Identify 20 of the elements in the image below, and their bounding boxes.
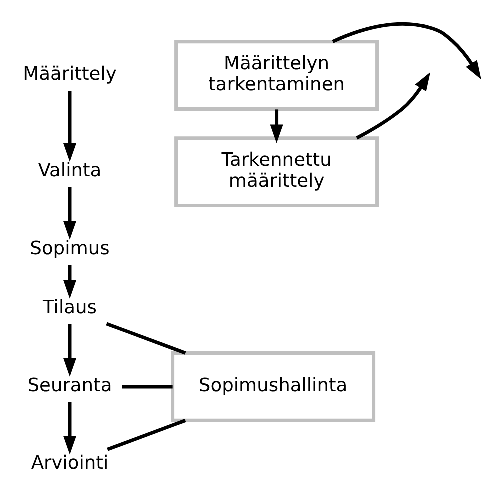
node-text: Arviointi — [30, 453, 108, 474]
arrow — [356, 72, 430, 140]
arrow — [62, 91, 76, 162]
node-text: Määrittely — [22, 64, 116, 86]
arrow — [62, 265, 76, 299]
connector — [122, 385, 172, 389]
arrow — [62, 324, 76, 377]
node-text: Tilaus — [42, 298, 96, 319]
arrow — [62, 402, 76, 455]
arrow — [62, 187, 76, 240]
node-box: Sopimushallinta — [170, 352, 376, 422]
connector — [106, 322, 186, 355]
connector — [106, 419, 186, 452]
node-text: Valinta — [38, 160, 102, 182]
arrow — [270, 110, 283, 144]
node-text: Sopimus — [30, 238, 110, 260]
arrow — [332, 22, 481, 80]
node-box: Tarkennettu määrittely — [174, 136, 379, 208]
node-box: Määrittelyn tarkentaminen — [174, 40, 379, 112]
node-text: Seuranta — [27, 375, 112, 396]
